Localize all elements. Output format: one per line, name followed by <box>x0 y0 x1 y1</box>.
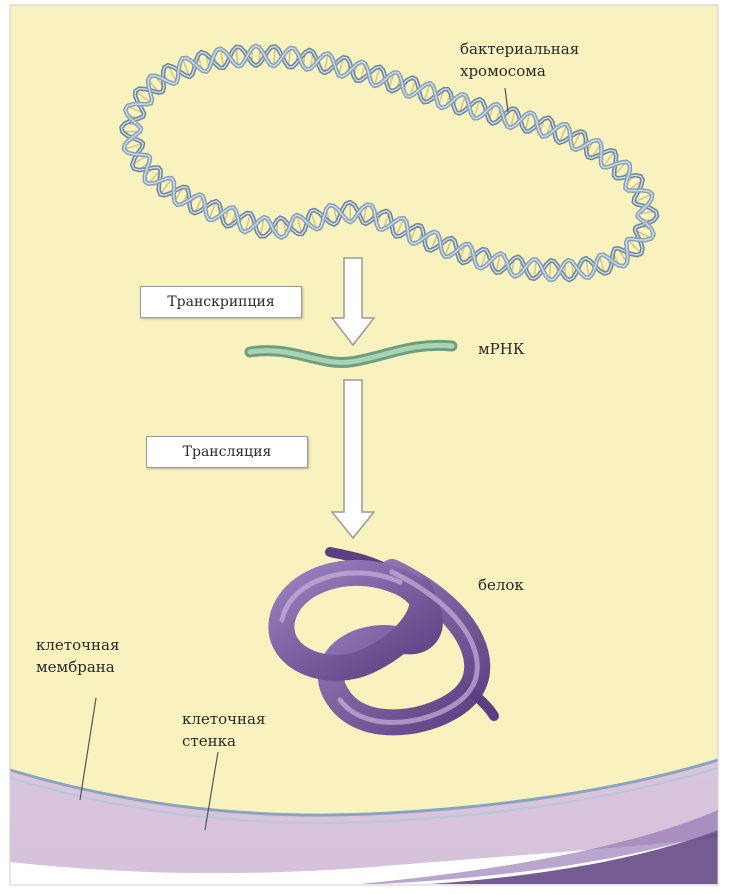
label-translation: Трансляция <box>146 436 308 468</box>
label-membrane-line2: мембрана <box>36 658 115 677</box>
label-membrane-line1: клеточная <box>36 636 119 655</box>
label-chromosome-line2: хромосома <box>460 62 546 81</box>
label-transcription: Транскрипция <box>140 286 302 318</box>
label-mrna: мРНК <box>478 340 524 359</box>
cytoplasm <box>10 5 718 815</box>
label-protein: белок <box>478 576 524 595</box>
label-chromosome-line1: бактериальная <box>460 40 579 59</box>
dna-base-pair <box>350 202 351 222</box>
label-wall-line2: стенка <box>182 732 236 751</box>
label-wall-line1: клеточная <box>182 710 265 729</box>
